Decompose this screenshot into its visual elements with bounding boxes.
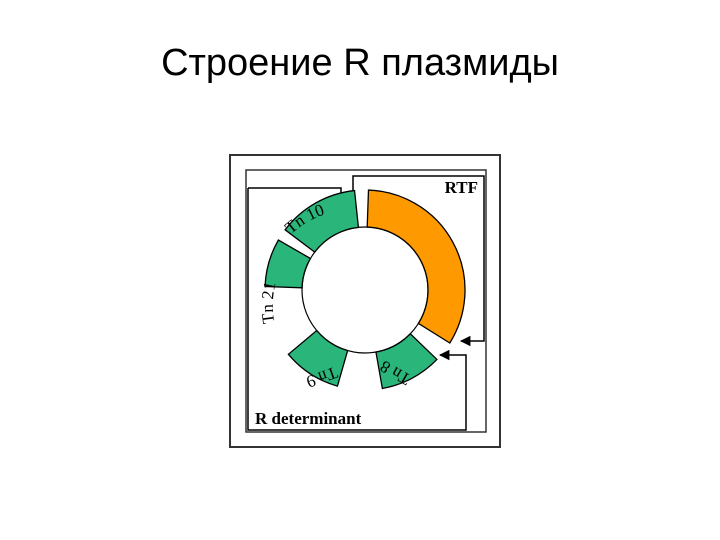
tn21-segment [264,239,312,289]
tn10-segment [284,189,360,253]
rtf-label: RTF [445,178,478,197]
inner-frame [245,169,487,433]
r-determinant-bracket-arrow [247,188,467,431]
r-determinant-label: R determinant [255,409,362,428]
tn21-label: Tn 21 [258,280,280,325]
tn9-segment [287,329,349,387]
tn8-segment [375,332,438,390]
rtf-segment [366,189,466,344]
slide-title: Строение R плазмиды [161,42,559,84]
rtf-bracket-arrow [352,175,485,347]
plasmid-segments [264,189,466,390]
